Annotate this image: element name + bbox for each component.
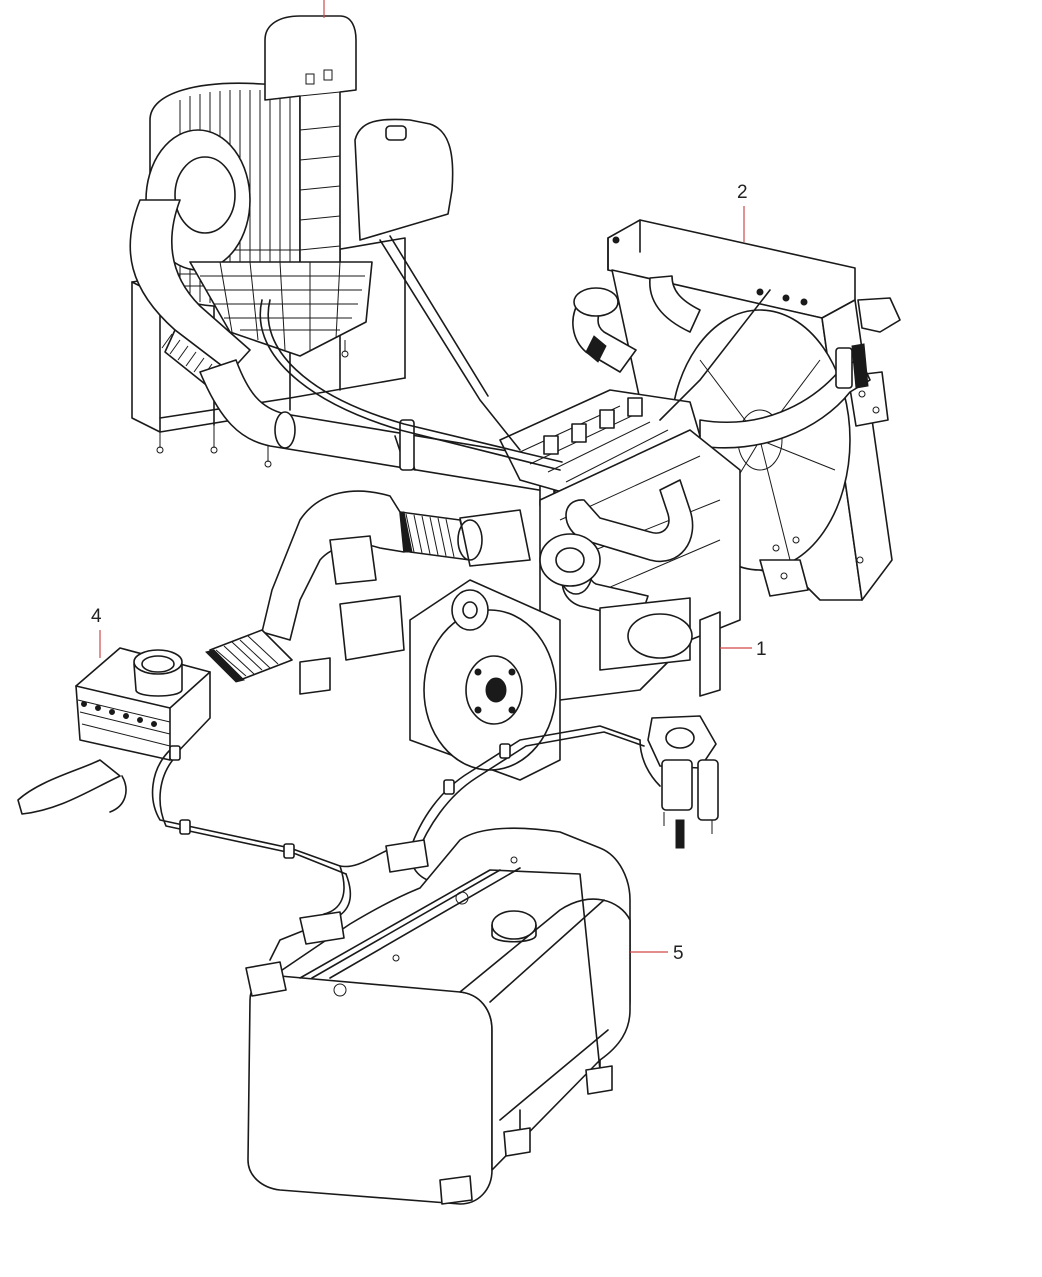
fuel-filter [647,715,719,849]
exhaust-pipe [205,490,531,695]
muffler [17,647,211,815]
callout-label-radiator: 2 [737,182,748,203]
flywheel-housing [409,579,561,781]
turbo-elbow-upper [572,287,637,373]
fuel-tank [245,827,631,1205]
callout-label-engine: 1 [756,639,767,660]
callout-label-muffler: 4 [91,606,102,627]
radiator-assembly [607,219,901,601]
air-cleaner-assembly [129,15,454,468]
callout-label-fuel-tank: 5 [673,943,684,964]
engine-block [499,389,864,701]
callouts: 1 2 4 5 [91,0,767,964]
